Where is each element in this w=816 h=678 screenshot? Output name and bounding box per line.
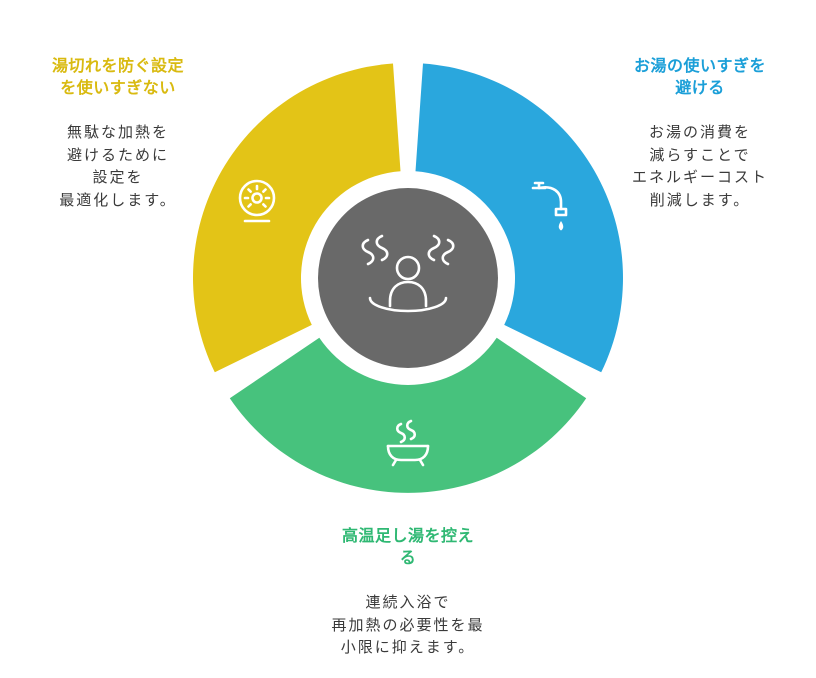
- label-block-yellow: 湯切れを防ぐ設定 を使いすぎない 無駄な加熱を 避けるために 設定を 最適化しま…: [14, 36, 222, 230]
- label-block-blue: お湯の使いすぎを 避ける お湯の消費を 減らすことで エネルギーコスト 削減しま…: [596, 36, 804, 230]
- segment-blue: [415, 63, 623, 373]
- bathtub-steam-icon: [386, 419, 430, 467]
- segment-yellow: [193, 63, 401, 373]
- label-body-blue: お湯の消費を 減らすことで エネルギーコスト 削減します。: [631, 123, 768, 209]
- label-body-yellow: 無駄な加熱を 避けるために 設定を 最適化します。: [59, 123, 177, 209]
- label-body-green: 連続入浴で 再加熱の必要性を最 小限に抑えます。: [331, 593, 485, 657]
- donut-chart-canvas: [193, 63, 623, 493]
- infographic-donut-diagram: 湯切れを防ぐ設定 を使いすぎない 無駄な加熱を 避けるために 設定を 最適化しま…: [14, 36, 804, 656]
- label-title-blue: お湯の使いすぎを 避ける: [633, 56, 766, 97]
- label-block-green: 高温足し湯を控え る 連続入浴で 再加熱の必要性を最 小限に抑えます。: [300, 506, 516, 678]
- label-title-yellow: 湯切れを防ぐ設定 を使いすぎない: [51, 56, 184, 97]
- label-title-green: 高温足し湯を控え る: [341, 526, 474, 567]
- segment-green: [229, 337, 587, 493]
- faucet-drop-icon: [531, 181, 568, 231]
- person-bathing-icon: [361, 234, 455, 313]
- thermostat-dial-icon: [238, 179, 276, 223]
